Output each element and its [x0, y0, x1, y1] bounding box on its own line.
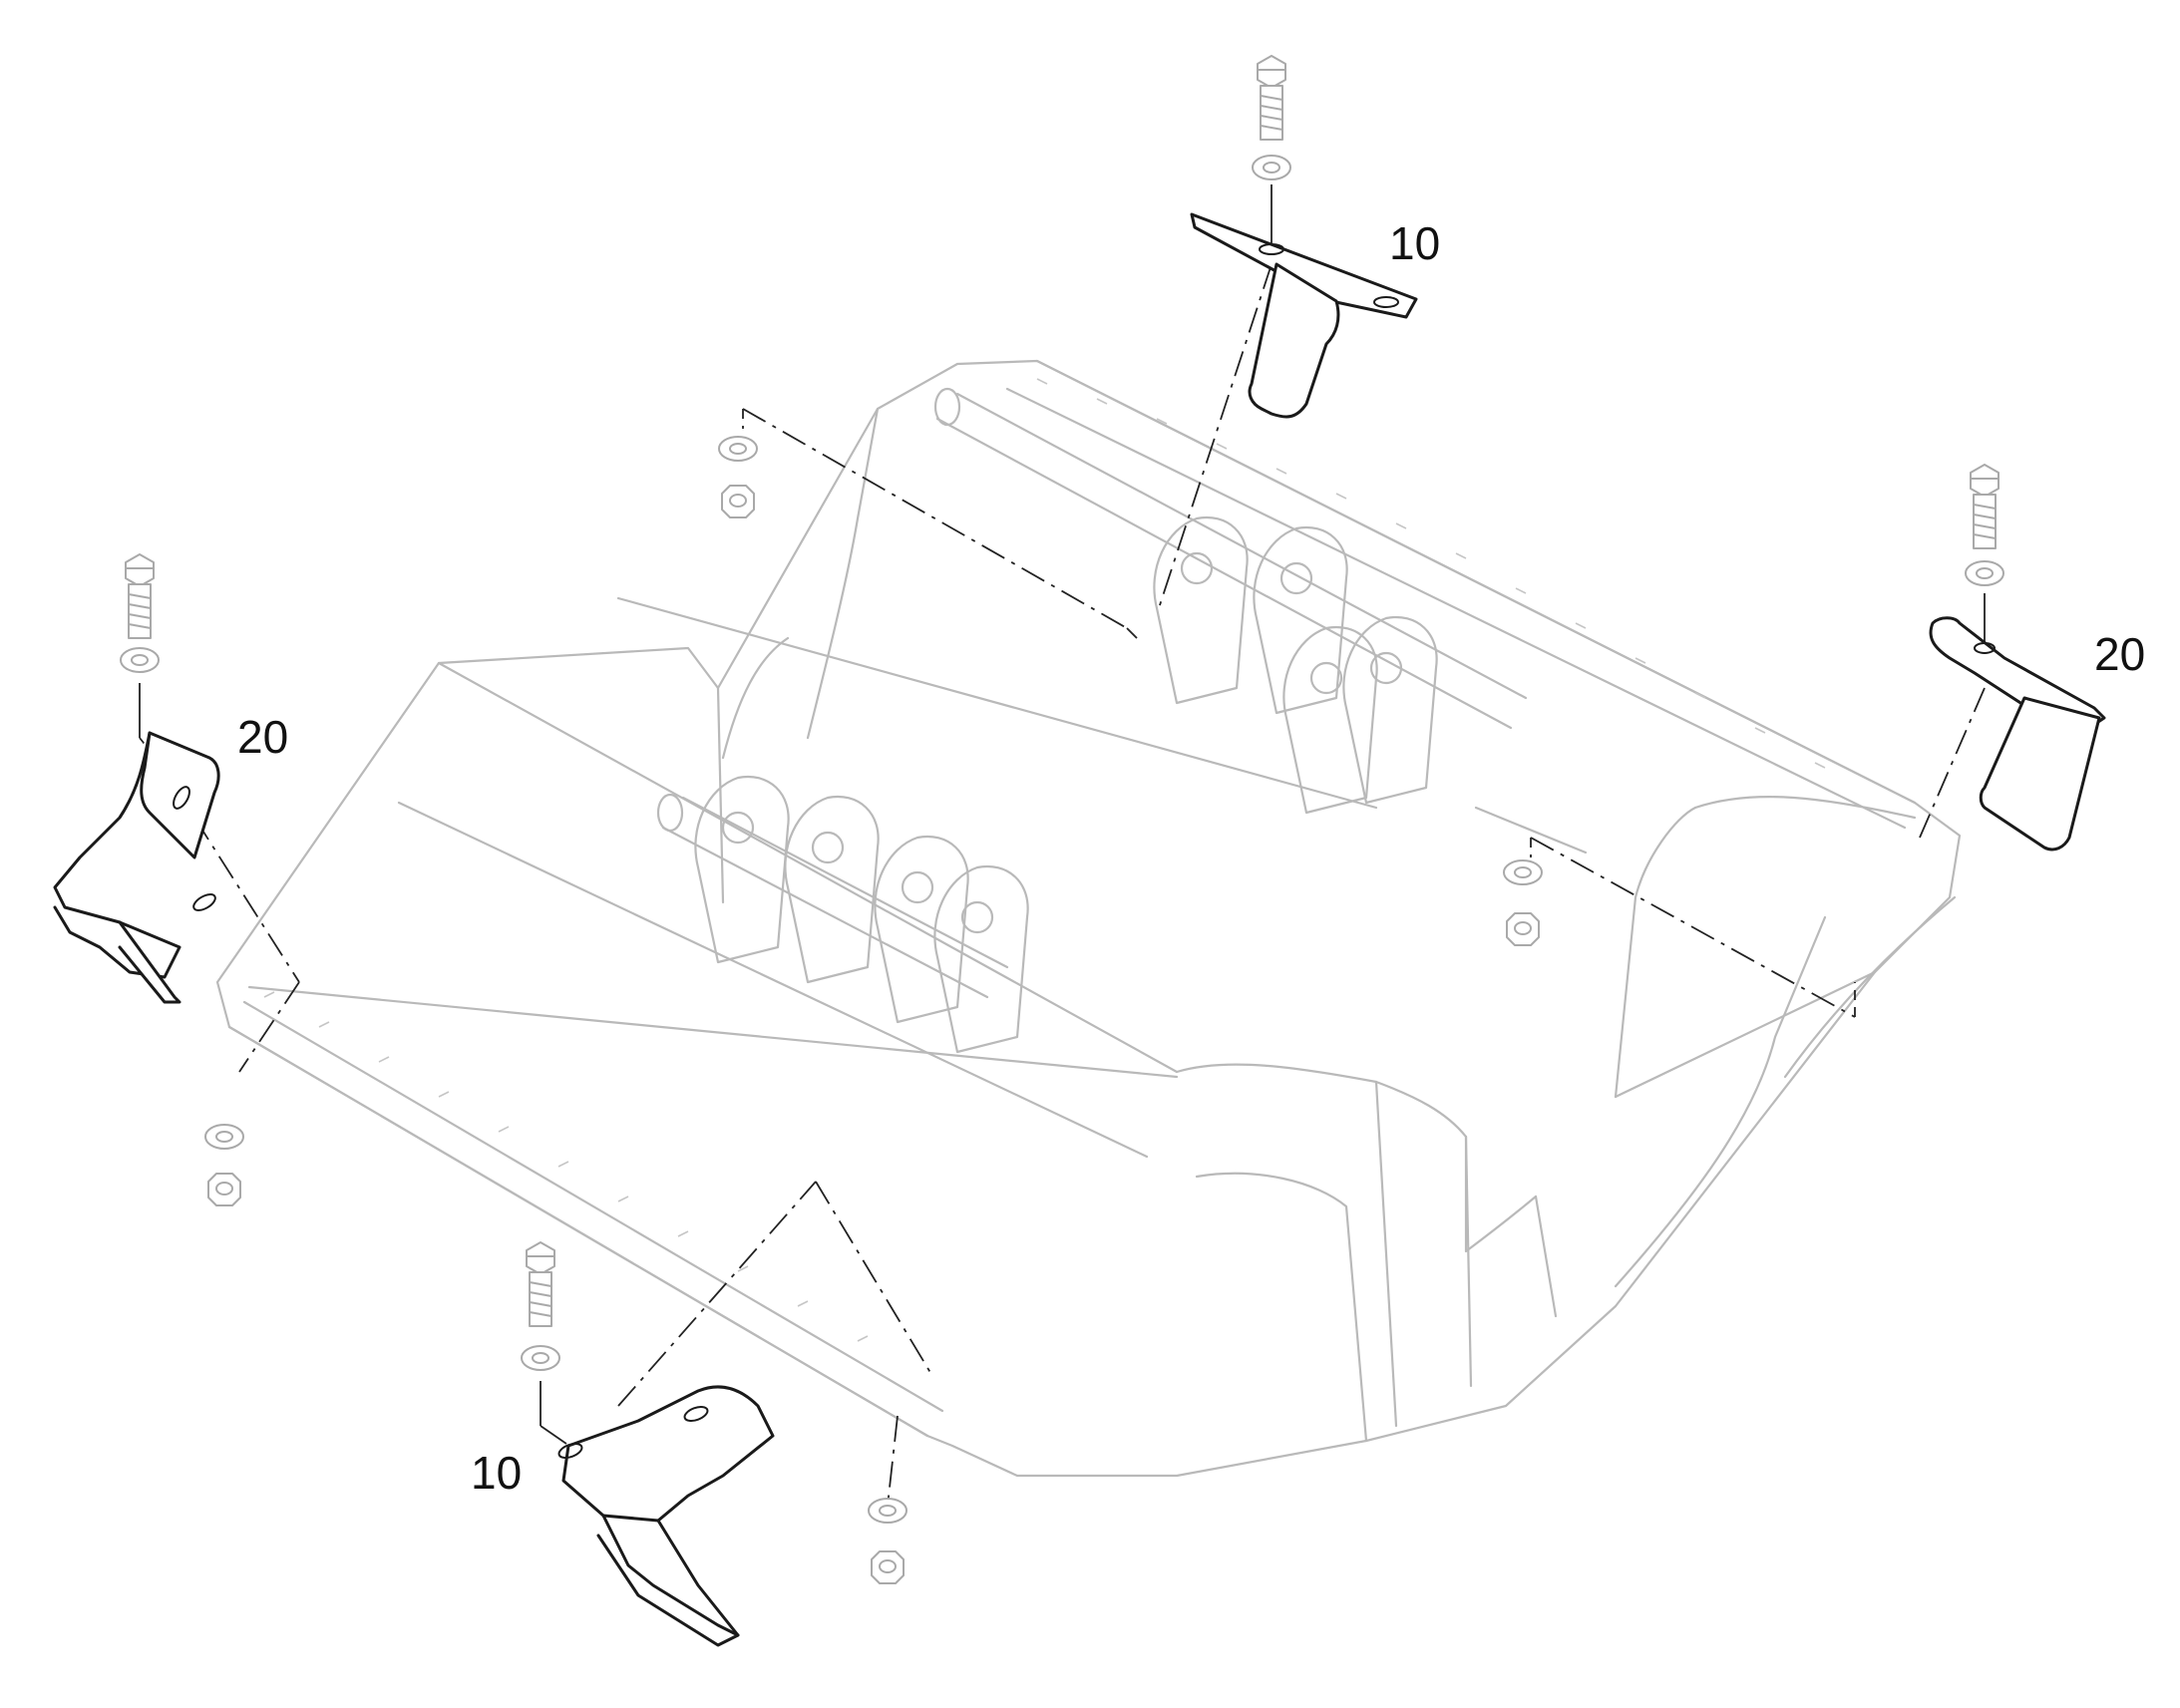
callout-left-bracket: 20 — [237, 711, 288, 763]
bracket-top — [1190, 212, 1418, 419]
bracket-right — [1929, 616, 2106, 852]
callout-bottom-bracket: 10 — [471, 1447, 522, 1499]
callout-right-bracket: 20 — [2094, 628, 2145, 680]
hardware — [120, 55, 2004, 1584]
bracket-left — [53, 731, 220, 1004]
assembly-lines — [139, 184, 1986, 1507]
bracket-bottom — [557, 1385, 775, 1647]
callout-top-bracket: 10 — [1389, 217, 1440, 269]
bucket-body — [215, 359, 1962, 1478]
